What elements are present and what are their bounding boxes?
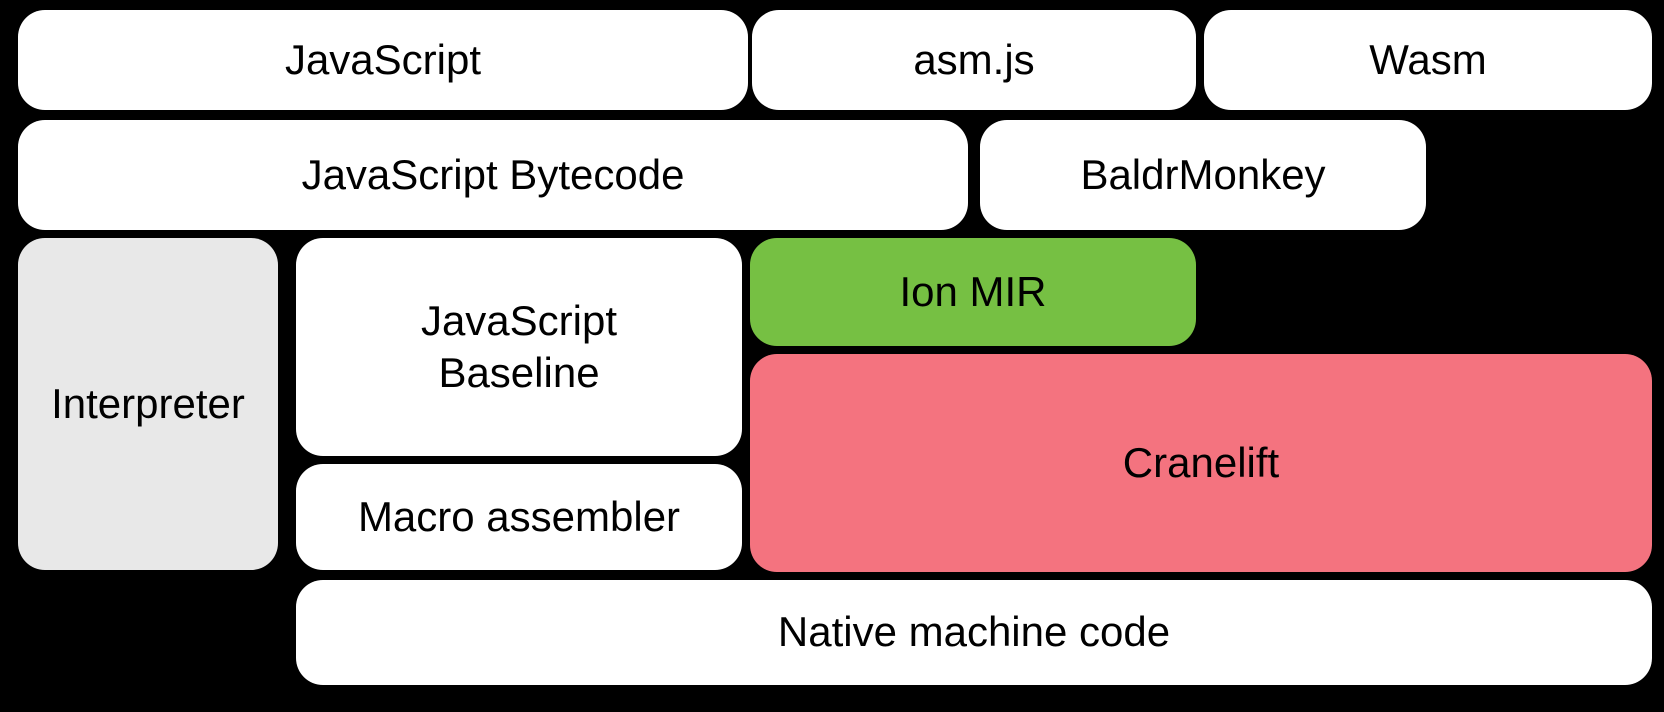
node-label: JavaScript	[284, 35, 482, 83]
node-native-machine-code: Native machine code	[296, 580, 1652, 685]
node-label: JavaScript Baseline	[420, 296, 618, 397]
node-label: Cranelift	[1122, 438, 1280, 486]
node-javascript-bytecode: JavaScript Bytecode	[18, 120, 968, 230]
node-wasm: Wasm	[1204, 10, 1652, 110]
node-label: BaldrMonkey	[1080, 150, 1326, 198]
node-baldrmonkey: BaldrMonkey	[980, 120, 1426, 230]
node-cranelift: Cranelift	[750, 354, 1652, 572]
node-label: Interpreter	[51, 379, 245, 427]
node-asmjs: asm.js	[752, 10, 1196, 110]
node-ion-mir: Ion MIR	[750, 238, 1196, 346]
node-label: Ion MIR	[899, 267, 1047, 315]
node-label: Macro assembler	[357, 492, 681, 540]
node-interpreter: Interpreter	[18, 238, 278, 570]
node-label: asm.js	[913, 35, 1035, 83]
node-label: JavaScript Bytecode	[301, 150, 685, 198]
node-label: Wasm	[1369, 35, 1487, 83]
node-macro-assembler: Macro assembler	[296, 464, 742, 570]
node-javascript-baseline: JavaScript Baseline	[296, 238, 742, 456]
node-javascript: JavaScript	[18, 10, 748, 110]
node-label: Native machine code	[777, 608, 1171, 656]
